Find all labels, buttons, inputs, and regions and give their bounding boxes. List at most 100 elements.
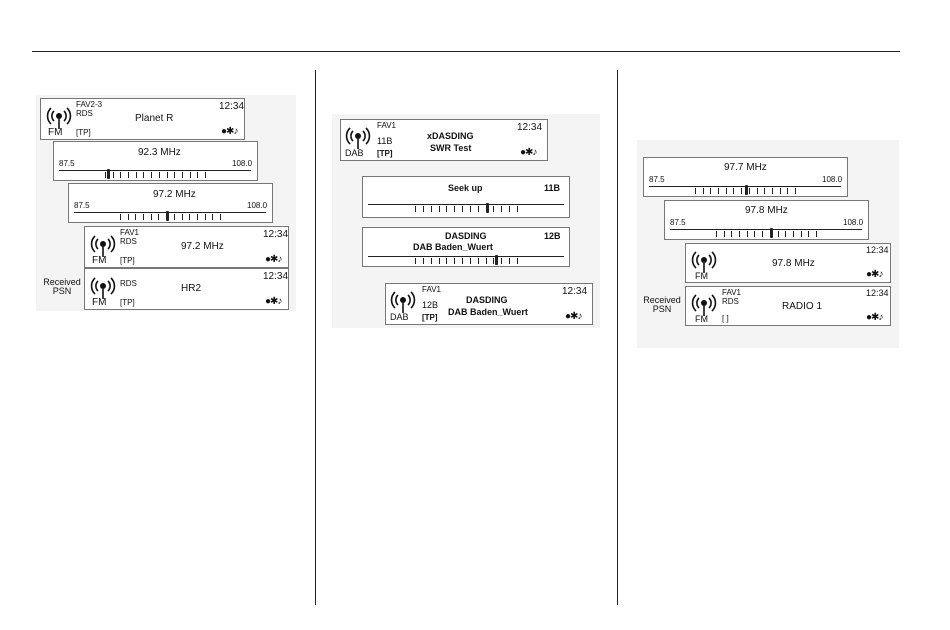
scale-tick [486,258,487,264]
scale-cursor [166,211,169,221]
service-name: xDASDING [427,131,474,141]
scale-tick [493,258,494,264]
col1-freq-display-1: 92.3 MHz 87.5 108.0 [53,141,258,181]
scale-tick [801,231,802,237]
tp-label: [TP] [120,298,135,307]
station-name: 97.8 MHz [772,258,815,269]
scale-tick [128,172,129,178]
received-psn-label: Received PSN [43,277,81,297]
scale-tick [501,206,502,212]
tp-label: [TP] [76,128,91,137]
antenna-icon [691,251,717,273]
seek-scale [368,203,564,216]
scale-tick [167,172,168,178]
scale-tick [808,231,809,237]
seek-title: Seek up [448,183,483,193]
scale-tick [462,206,463,212]
scale-cursor [745,185,748,195]
col1-fm-display-3: FM RDS HR2 12:34 [TP] ●✱♪ [84,268,289,310]
programme-text: SWR Test [430,143,472,153]
band-label: DAB [345,148,364,158]
antenna-icon [345,127,371,149]
scale-tick [197,214,198,220]
scale-min: 87.5 [670,218,686,227]
scale-tick [105,172,106,178]
status-icons: ●✱♪ [265,254,282,265]
scale-tick [762,231,763,237]
scale-tick [787,188,788,194]
scale-tick [718,188,719,194]
scale-tick [517,206,518,212]
scale-tick [439,258,440,264]
header-rule [32,51,900,52]
scale-tick [517,258,518,264]
scale-min: 87.5 [649,175,665,184]
scale-tick [174,172,175,178]
station-name: Planet R [135,113,174,124]
scale-baseline [59,170,251,171]
scale-tick [197,172,198,178]
scale-tick [493,206,494,212]
antenna-icon [46,107,72,129]
favourite-label: FAV1 [377,121,396,130]
scale-tick [431,206,432,212]
scale-tick [695,188,696,194]
tuning-scale [59,169,251,180]
station-name: RADIO 1 [782,301,823,312]
scale-tick [151,172,152,178]
scale-tick [159,172,160,178]
scale-max: 108.0 [843,218,864,227]
clock: 12:34 [517,122,543,133]
favourite-label: FAV1 [120,228,139,237]
scale-baseline [368,256,564,257]
scale-tick [726,188,727,194]
scale-cursor [495,255,498,265]
scale-tick [780,188,781,194]
scale-cursor [770,228,773,238]
tp-label: [TP] [422,313,438,322]
scale-tick [731,231,732,237]
scale-tick [158,214,159,220]
ensemble-name: DAB Baden_Wuert [448,307,528,317]
col3-freq-display-2: 97.8 MHz 87.5 108.0 [664,200,869,240]
scale-tick [724,231,725,237]
col2-seek-display: Seek up 11B [362,176,570,218]
status-icons: ●✱♪ [520,147,537,158]
antenna-icon [90,277,116,299]
service-name: DASDING [466,295,508,305]
clock: 12:34 [263,271,289,282]
tp-label: [ ] [722,314,729,323]
station-name: 97.2 MHz [181,241,224,252]
tp-label: [TP] [120,256,135,265]
antenna-icon [390,291,416,313]
band-label: FM [695,314,708,324]
scale-tick [470,258,471,264]
band-label: FM [92,297,107,308]
scale-tick [120,214,121,220]
column-divider-2 [617,70,618,605]
scale-tick [816,231,817,237]
col3-fm-display-1: FM 97.8 MHz 12:34 ●✱♪ [685,243,891,283]
band-label: FM [92,255,107,266]
service-name: DASDING [445,231,487,241]
status-icons: ●✱♪ [866,312,883,323]
scale-tick [741,188,742,194]
scale-tick [764,188,765,194]
scale-tick [757,188,758,194]
ensemble-name: DAB Baden_Wuert [413,242,493,252]
scale-max: 108.0 [247,201,268,210]
scale-tick [785,231,786,237]
scale-tick [778,231,779,237]
frequency: 92.3 MHz [138,147,181,158]
scale-tick [174,214,175,220]
scale-tick [509,206,510,212]
scale-tick [749,188,750,194]
channel-label: 12B [544,231,561,241]
scale-min: 87.5 [59,159,75,168]
scale-tick [212,214,213,220]
received-psn-label: Received PSN [643,295,681,315]
scale-tick [415,206,416,212]
tp-label: [TP] [377,149,393,158]
scale-tick [143,214,144,220]
scale-min: 87.5 [74,201,90,210]
